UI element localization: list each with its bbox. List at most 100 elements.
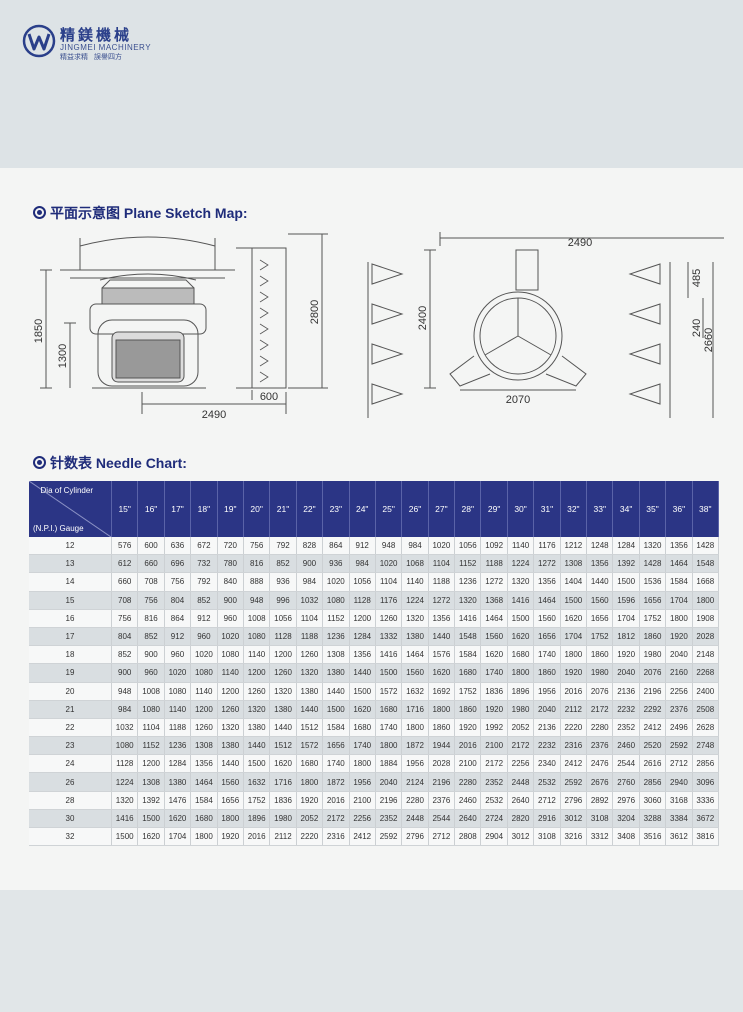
needle-count-cell: 1200 (243, 663, 271, 683)
needle-count-cell: 2616 (639, 754, 667, 774)
header-corner: Dia of Cylinder (N.P.I.) Gauge (29, 481, 112, 537)
needle-table-header: Dia of Cylinder (N.P.I.) Gauge 15"16"17"… (29, 481, 720, 537)
needle-count-cell: 1416 (454, 609, 482, 628)
needle-count-cell: 1944 (428, 736, 456, 756)
needle-count-cell: 1416 (507, 591, 535, 610)
needle-count-cell: 1740 (533, 645, 561, 665)
corner-gauge-label: (N.P.I.) Gauge (33, 524, 84, 533)
needle-count-cell: 2172 (480, 754, 508, 774)
needle-count-cell: 2592 (560, 772, 588, 792)
gauge-cell: 13 (29, 554, 112, 574)
dim-485: 485 (691, 269, 703, 287)
needle-count-cell: 1464 (665, 554, 693, 574)
needle-count-cell: 1260 (243, 682, 271, 701)
needle-count-cell: 1104 (296, 609, 324, 628)
needle-count-cell: 756 (164, 572, 192, 592)
needle-count-cell: 1356 (349, 645, 376, 665)
needle-count-cell: 780 (217, 554, 244, 574)
needle-count-cell: 996 (269, 591, 297, 610)
needle-count-cell: 1512 (269, 736, 297, 756)
needle-count-cell: 1656 (322, 736, 350, 756)
needle-count-cell: 612 (111, 554, 139, 574)
needle-count-cell: 1320 (401, 609, 429, 628)
needle-count-cell: 720 (217, 537, 244, 556)
needle-count-cell: 1020 (190, 645, 218, 665)
needle-count-cell: 1500 (111, 827, 139, 847)
gauge-cell: 16 (29, 609, 112, 628)
dia-header: 32" (560, 481, 588, 537)
needle-count-cell: 2220 (560, 718, 588, 738)
needle-count-cell: 1188 (164, 718, 192, 738)
needle-count-cell: 1956 (533, 682, 561, 701)
needle-count-cell: 1368 (480, 591, 508, 610)
needle-count-cell: 2280 (586, 718, 614, 738)
needle-count-cell: 1560 (217, 772, 244, 792)
needle-count-cell: 2232 (612, 700, 640, 719)
needle-count-cell: 1584 (190, 791, 218, 810)
gauge-cell: 14 (29, 572, 112, 592)
needle-count-cell: 1392 (612, 554, 640, 574)
needle-count-cell: 660 (137, 554, 165, 574)
needle-count-cell: 636 (164, 537, 192, 556)
needle-count-cell: 3060 (639, 791, 667, 810)
needle-count-cell: 2508 (692, 700, 720, 719)
needle-count-cell: 852 (111, 645, 139, 665)
needle-count-cell: 2592 (665, 736, 693, 756)
needle-count-cell: 1128 (349, 591, 376, 610)
needle-count-cell: 3336 (692, 791, 720, 810)
needle-count-cell: 1080 (243, 627, 271, 647)
needle-count-cell: 2196 (639, 682, 667, 701)
needle-count-cell: 900 (217, 591, 244, 610)
needle-count-cell: 1740 (480, 663, 508, 683)
needle-count-cell: 948 (243, 591, 271, 610)
needle-count-cell: 984 (296, 572, 324, 592)
needle-count-cell: 1680 (507, 645, 535, 665)
needle-count-cell: 1500 (375, 663, 403, 683)
needle-count-cell: 2808 (454, 827, 482, 847)
needle-count-cell: 2796 (560, 791, 588, 810)
needle-count-cell: 1080 (164, 682, 192, 701)
needle-count-cell: 696 (164, 554, 192, 574)
needle-count-cell: 1260 (375, 609, 403, 628)
needle-count-cell: 912 (349, 537, 376, 556)
header-band (0, 0, 743, 168)
gauge-cell: 30 (29, 809, 112, 829)
needle-count-cell: 2256 (507, 754, 535, 774)
bullet-icon (33, 456, 46, 469)
needle-count-cell: 1272 (428, 591, 456, 610)
needle-count-cell: 1464 (533, 591, 561, 610)
needle-count-cell: 1020 (322, 572, 350, 592)
needle-count-cell: 1548 (692, 554, 720, 574)
needle-count-cell: 2460 (612, 736, 640, 756)
needle-count-cell: 2124 (401, 772, 429, 792)
needle-count-cell: 1080 (322, 591, 350, 610)
needle-count-cell: 756 (243, 537, 271, 556)
needle-count-cell: 1248 (586, 537, 614, 556)
needle-count-cell: 2016 (560, 682, 588, 701)
dia-header: 16" (137, 481, 165, 537)
needle-count-cell: 1920 (560, 663, 588, 683)
footer-band (0, 890, 743, 1012)
dim-1850: 1850 (33, 319, 45, 343)
needle-count-cell: 1572 (375, 682, 403, 701)
needle-count-cell: 2412 (639, 718, 667, 738)
needle-count-cell: 840 (217, 572, 244, 592)
needle-count-cell: 2172 (322, 809, 350, 829)
needle-count-cell: 2496 (665, 718, 693, 738)
needle-count-cell: 936 (322, 554, 350, 574)
needle-count-cell: 2376 (586, 736, 614, 756)
needle-count-cell: 1512 (296, 718, 324, 738)
needle-count-cell: 1284 (349, 627, 376, 647)
needle-count-cell: 2400 (692, 682, 720, 701)
needle-count-cell: 2316 (560, 736, 588, 756)
needle-count-cell: 1680 (454, 663, 482, 683)
needle-count-cell: 660 (111, 572, 139, 592)
needle-count-cell: 1440 (586, 572, 614, 592)
needle-count-cell: 1260 (190, 718, 218, 738)
needle-count-cell: 1896 (243, 809, 271, 829)
needle-count-cell: 1320 (454, 591, 482, 610)
